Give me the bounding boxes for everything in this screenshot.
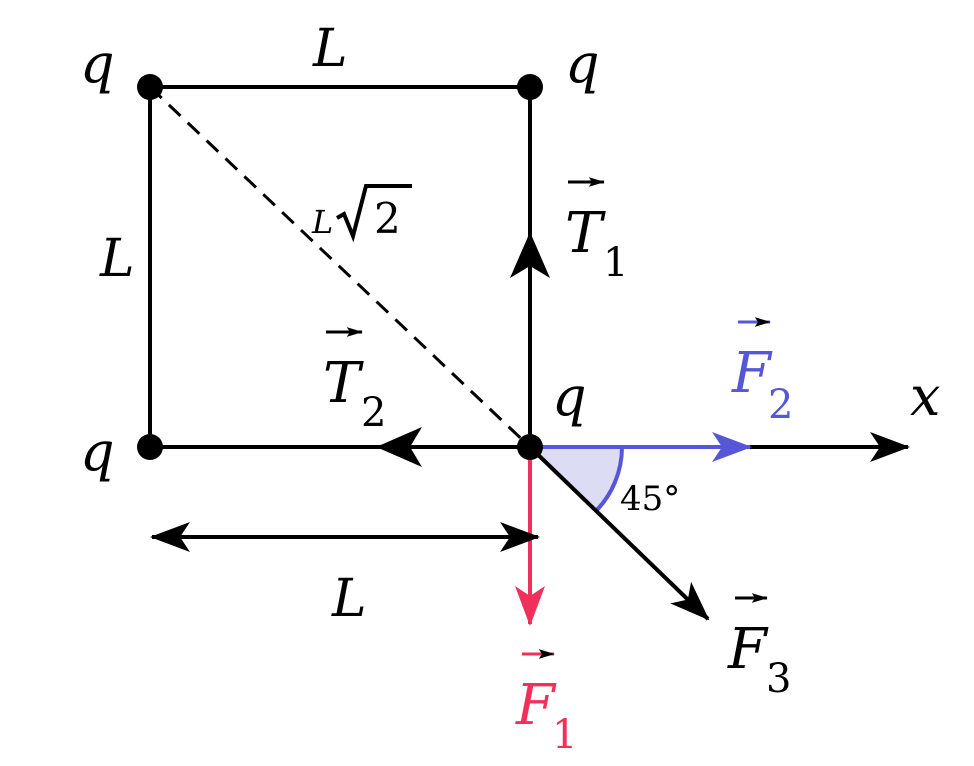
diagonal-label-prefix: L	[311, 203, 333, 241]
side-label-left: L	[99, 229, 135, 289]
diagonal-label-radicand: 2	[374, 194, 401, 243]
t1-label-sub: 1	[603, 240, 628, 286]
angle-wedge	[530, 447, 622, 512]
t2-arrowhead	[376, 427, 422, 467]
angle-label: 45°	[620, 479, 680, 519]
x-axis-label: x	[910, 365, 940, 428]
charge-label-bottom-left: q	[80, 420, 115, 483]
side-label-bottom: L	[331, 569, 367, 629]
side-label-top: L	[312, 19, 348, 79]
f3-label-letter: F	[727, 617, 769, 682]
charge-label-bottom-right: q	[552, 365, 587, 428]
charge-label-top-right: q	[565, 32, 600, 95]
t1-label-letter: T	[565, 201, 606, 266]
charge-top-right	[517, 74, 543, 100]
f3-label-sub: 3	[766, 656, 791, 702]
t2-label-sub: 2	[361, 390, 386, 436]
f2-label-sub: 2	[768, 382, 793, 428]
charge-bottom-right	[517, 434, 543, 460]
f1-label-letter: F	[515, 673, 557, 738]
sqrt-sign	[336, 184, 412, 243]
f2-label-letter: F	[731, 341, 773, 406]
diagonal-dashed	[148, 85, 532, 449]
t1-arrowhead	[510, 232, 550, 278]
charge-top-left	[137, 74, 163, 100]
charge-bottom-left	[137, 434, 163, 460]
t2-label-letter: T	[323, 351, 364, 416]
f1-label-sub: 1	[552, 712, 577, 758]
angle-arc	[593, 446, 624, 514]
charge-label-top-left: q	[80, 32, 115, 95]
f3-vector	[528, 445, 710, 621]
